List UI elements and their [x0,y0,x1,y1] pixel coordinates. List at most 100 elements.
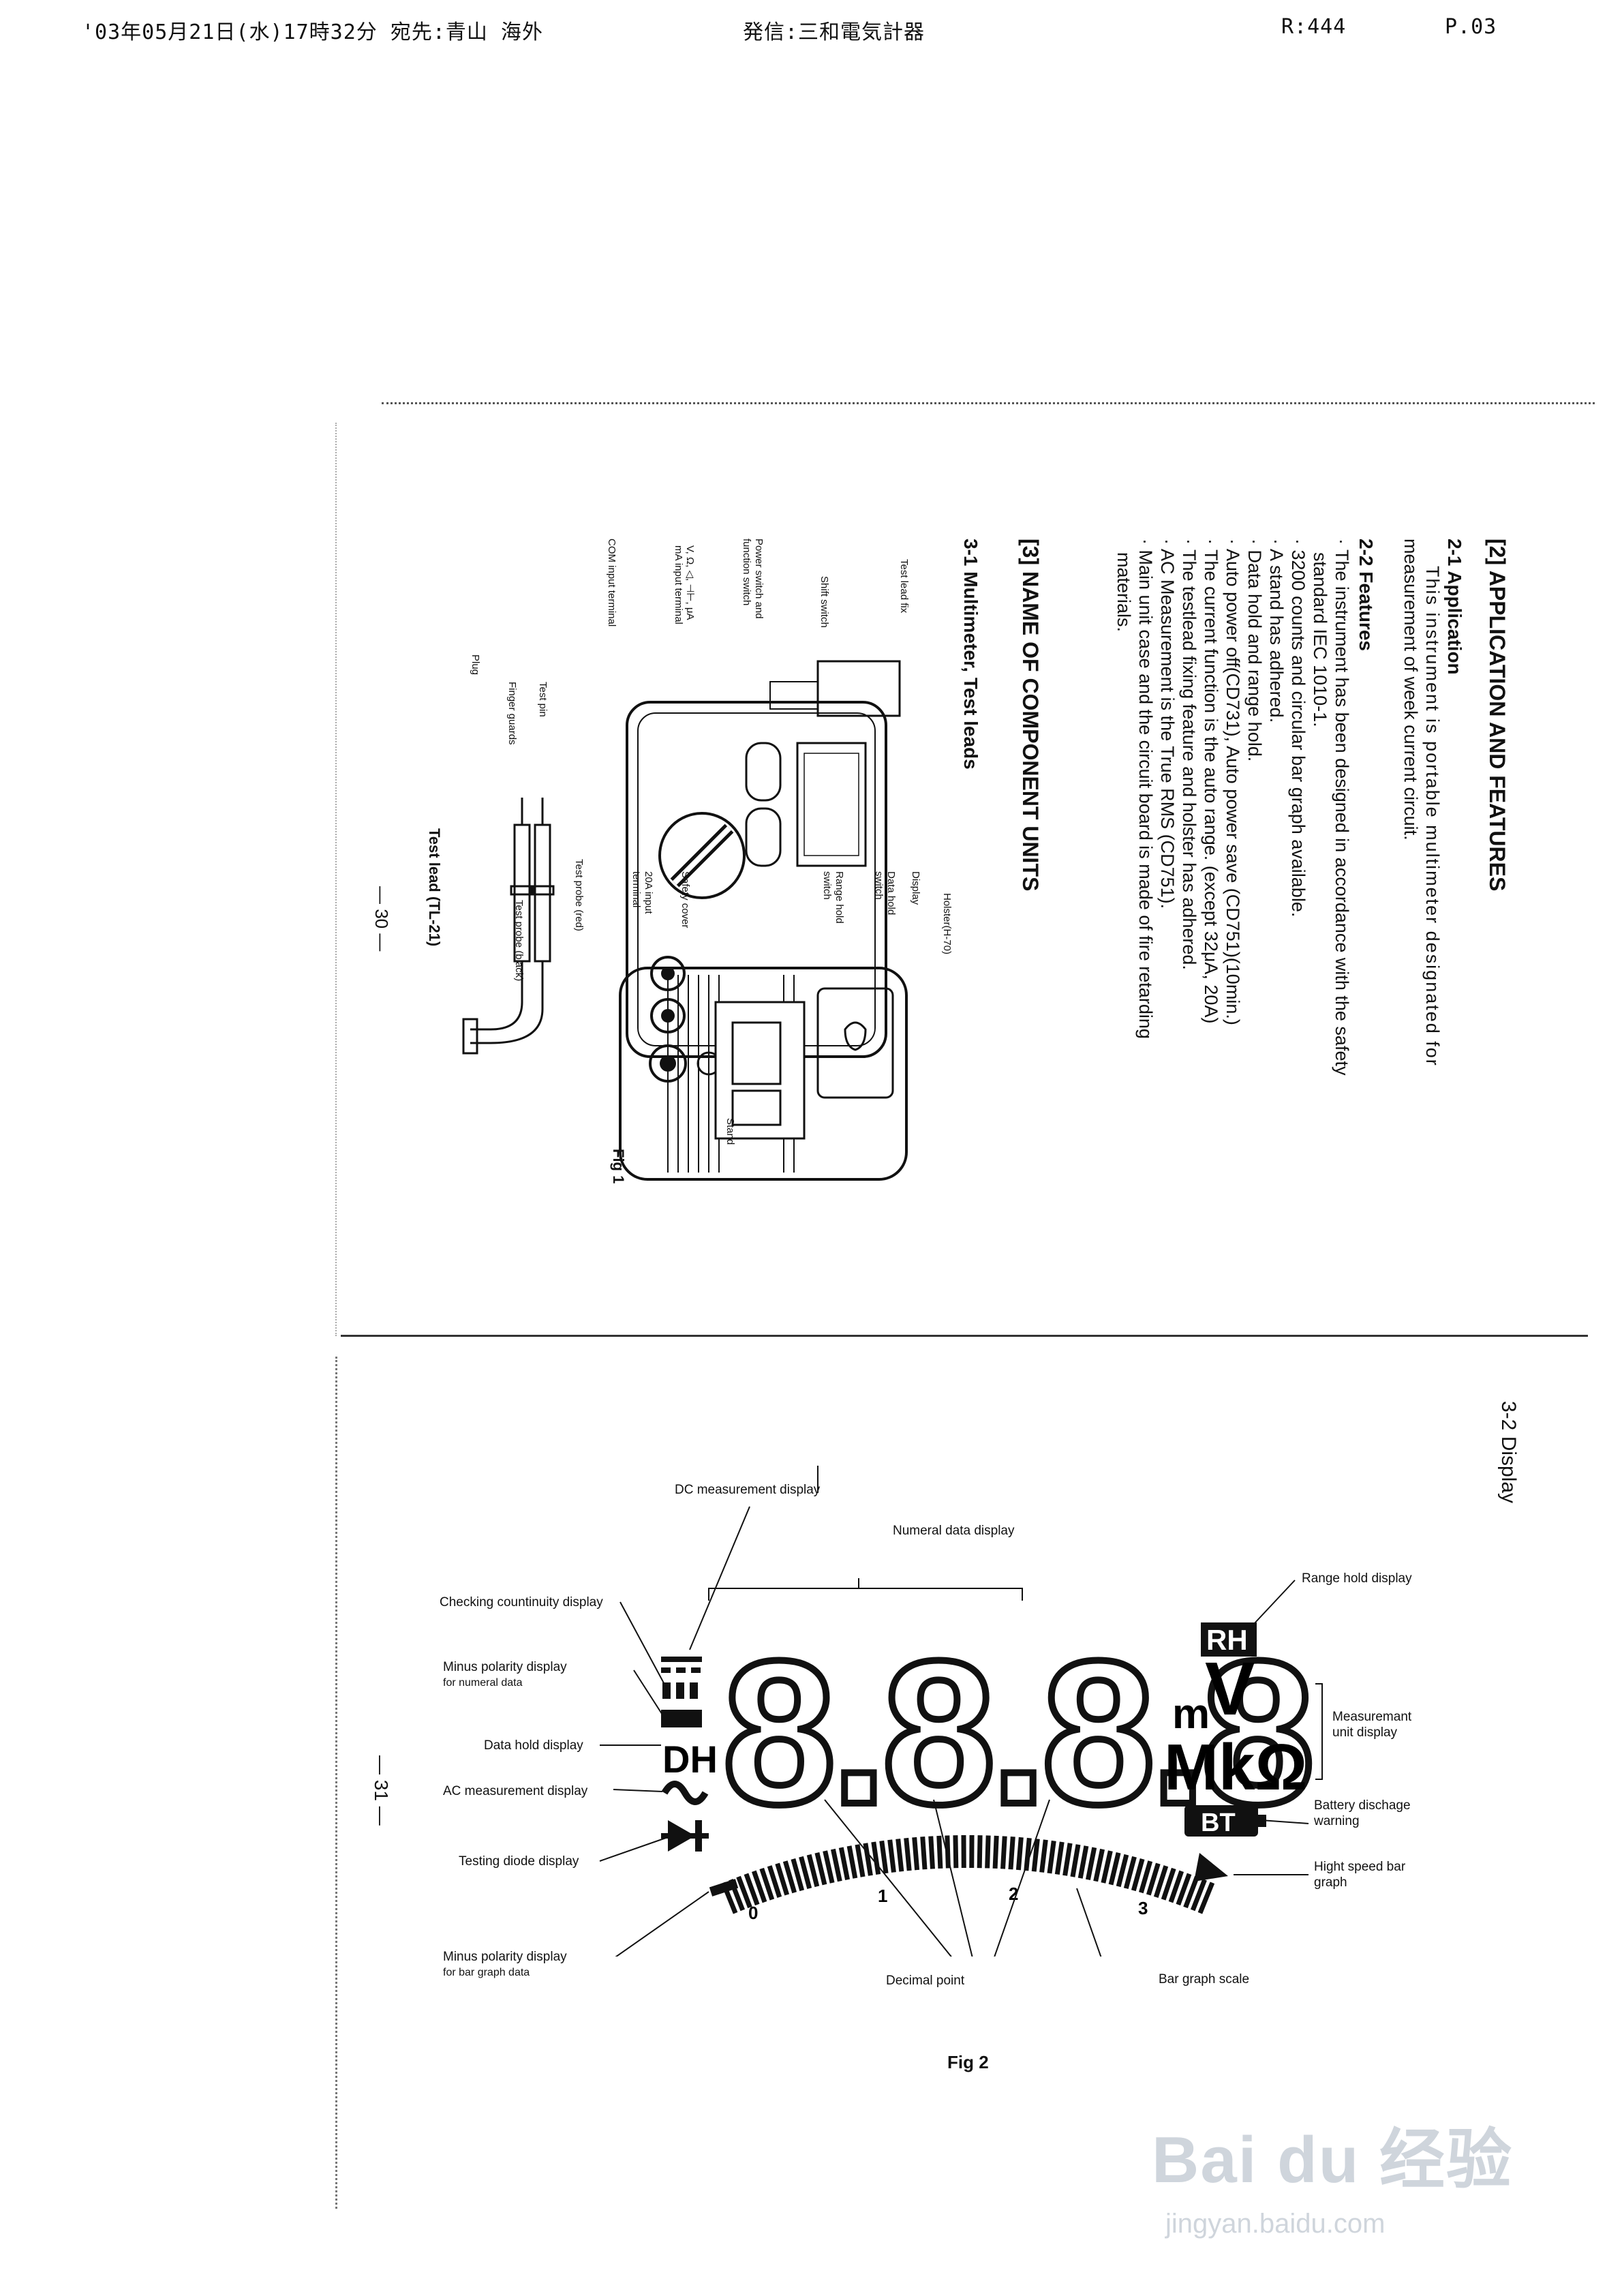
fax-receipt: R:444 [1281,15,1347,39]
bar-graph-segment [799,1856,812,1890]
bt-glyph: BT [1201,1809,1236,1837]
scale-3: 3 [1138,1898,1148,1918]
feature-line-10: materials. [1114,552,1134,633]
bar-graph-segment [1116,1854,1129,1888]
bar-graph-segment [751,1870,767,1903]
lcd-display-figure: DH 8.8.8.8 RH m V MkΩ BT 0 1 2 3 [599,1466,1323,1957]
bar-graph-segment [985,1835,991,1869]
bar-graph-segment [759,1867,775,1901]
bar-graph-segment [1077,1845,1089,1879]
lbl-minus-num-1: Minus polarity display [443,1660,567,1674]
bar-graph-segment [920,1837,928,1870]
label-probe-black: Test probe (black) [513,900,525,982]
watermark-url: jingyan.baidu.com [1165,2209,1386,2239]
label-test-lead-fix: Test lead fix [898,559,910,614]
fax-datetime: '03年05月21日(水)17時32分 宛先:青山 海外 [82,20,543,44]
bar-graph-segment [736,1875,752,1909]
data-hold-button [745,742,782,802]
fig1-caption: Fig 1 [610,1149,627,1184]
bar-graph-segment [767,1865,782,1899]
bar-graph-segment [1093,1848,1105,1882]
feature-line-2: · 3200 counts and circular bar graph ava… [1288,539,1309,918]
bar-graph-segment [945,1835,951,1869]
bar-graph-segment [928,1836,935,1869]
bar-graph-segment [1161,1867,1176,1901]
page-31-number: — 31 — [371,1755,392,1826]
lbl-high-speed-2: graph [1314,1875,1347,1890]
label-probe-red: Test probe (red) [573,859,585,931]
bar-graph-segment [814,1852,827,1886]
lbl-data-hold: Data hold display [484,1738,583,1753]
bar-graph-segment [846,1845,858,1879]
bar-graph-segment [775,1862,790,1896]
feature-line-9: · Main unit case and the circuit board i… [1135,539,1156,1039]
bar-graph-segment [1000,1836,1007,1869]
label-plug: Plug [470,654,481,676]
section2-heading: [2] APPLICATION AND FEATURES [1485,539,1510,892]
lbl-dc: DC measurement display [675,1483,821,1497]
feature-line-8: · AC Measurement is the True RMS (CD751)… [1157,539,1178,909]
bar-graph-segment [977,1835,983,1869]
bar-graph-segment [823,1850,835,1884]
label-finger-guards: Finger guards [506,682,518,745]
bar-graph-segment [1086,1847,1097,1880]
lbl-battery-2: warning [1314,1814,1360,1828]
fax-sender: 発信:三和電気計器 [743,20,925,44]
feat-title: 2-2 Features [1356,539,1377,651]
dh-glyph: DH [662,1738,718,1781]
bar-graph-segment [1168,1870,1184,1903]
bar-graph-segment [1123,1856,1137,1890]
label-20a-2: terminal [630,871,642,908]
bar-graph-segment [831,1848,842,1882]
label-holster: Holster(H-70) [941,893,953,955]
lbl-continuity: Checking countinuity display [440,1595,603,1610]
lbl-decimal: Decimal point [886,1974,965,1988]
bar-graph-segment [1062,1843,1073,1876]
bar-graph-segment [1153,1865,1169,1899]
bar-graph [720,1834,1215,1914]
bar-graph-segment [1015,1837,1024,1871]
diode-glyph [661,1820,709,1852]
bar-graph-segment [1131,1858,1145,1892]
label-range-hold-1: Range hold [833,871,845,924]
scan-edge-left [335,1357,337,2209]
minus-bar-glyph [709,1879,739,1897]
lbl-high-speed-1: Hight speed bar [1314,1860,1406,1874]
bar-graph-segment [871,1841,881,1875]
bar-graph-segment [1190,1879,1207,1912]
bar-graph-segment [1176,1873,1192,1906]
bt-badge [1184,1805,1258,1837]
label-20a-1: 20A input [643,871,654,914]
lbl-ac: AC measurement display [443,1784,588,1798]
rotary-switch [658,812,746,899]
label-v-input-2: mA input terminal [673,545,684,624]
range-hold-button [745,807,782,867]
lbl-battery-1: Battery dischage [1314,1798,1411,1813]
bar-graph-segment [1197,1882,1215,1914]
bar-graph-segment [1146,1862,1161,1896]
scan-edge-left-upper [335,423,337,1336]
label-data-hold-1: Data hold [885,871,897,916]
m-unit-glyph: m [1172,1691,1210,1738]
watermark-baidu: Bai du 经验 [1152,2124,1514,2196]
lbl-bar-scale: Bar graph scale [1159,1972,1250,1987]
bar-graph-segment [1070,1844,1081,1877]
bar-graph-segment [1031,1839,1040,1872]
feature-line-3: · A stand has adhered. [1266,539,1287,723]
v-unit-glyph: V [1205,1647,1255,1731]
lbl-range-hold: Range hold display [1302,1571,1412,1586]
lbl-numeral: Numeral data display [893,1524,1015,1538]
bar-graph-segment [1101,1850,1113,1884]
bar-graph-segment [744,1873,760,1906]
label-power-switch-1: Power switch and [753,539,765,619]
scale-0: 0 [748,1903,758,1923]
ac-glyph [661,1781,709,1805]
bar-graph-segment [782,1860,797,1894]
feature-line-0: · The instrument has been designed in ac… [1332,539,1352,1076]
feature-line-4: · Data hold and range hold. [1244,539,1265,762]
feature-line-7: · The testlead fixing feature and holste… [1179,539,1199,970]
page-30-number: — 30 — [371,886,392,952]
holster-figure [619,967,908,1181]
bar-graph-segment [1108,1852,1121,1886]
lbl-meas-unit-1: Measuremant [1332,1710,1412,1724]
